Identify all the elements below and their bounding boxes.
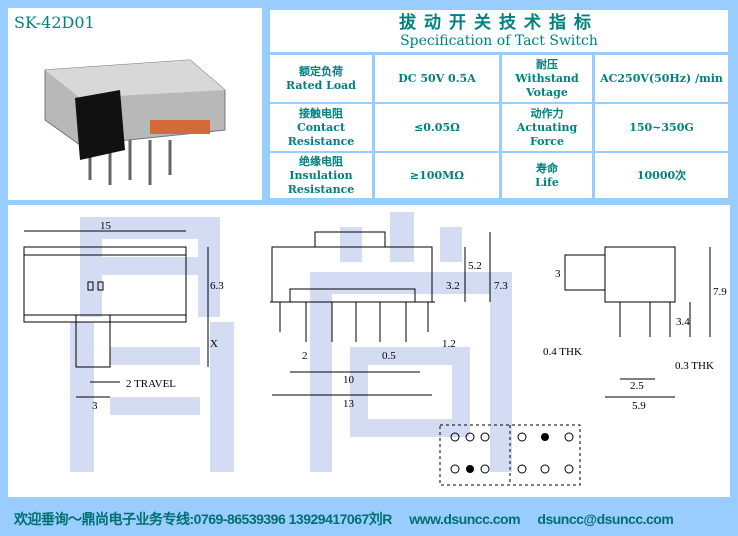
technical-drawings: 15 6.3 X 2 TRAVEL 3 3.2 5.2 7.3 2 0.5 1.…: [23, 212, 727, 486]
spec-l-val: ≥100MΩ: [409, 168, 465, 182]
email-link[interactable]: dsuncc@dsuncc.com: [537, 511, 674, 527]
dim-3-2: 3.2: [446, 280, 460, 292]
spec-title-en: Specification of Tact Switch: [400, 33, 598, 49]
dim-13: 13: [343, 398, 355, 410]
slide-switch-photo: [44, 59, 226, 185]
spec-r-cn: 寿命: [536, 161, 558, 175]
dim-0-5: 0.5: [382, 350, 396, 362]
dim-x: X: [210, 338, 218, 350]
spec-l-cn: 额定负荷: [299, 64, 343, 78]
spec-r-en: Actuating Force: [516, 120, 578, 148]
dim-0-4-thk: 0.4 THK: [543, 346, 582, 358]
dim-10: 10: [343, 374, 355, 386]
spec-l-en: Rated Load: [285, 78, 356, 92]
spec-l-en: Contact Resistance: [287, 120, 355, 148]
spec-table: 拔动开关技术指标 Specification of Tact Switch 额定…: [268, 8, 730, 200]
website-link[interactable]: www.dsuncc.com: [409, 511, 521, 527]
dim-15: 15: [100, 220, 112, 232]
footer-contact-bar: 欢迎垂询～鼎尚电子业务专线:0769-86539396 13929417067刘…: [8, 502, 730, 532]
spec-l-cn: 接触电阻: [299, 106, 343, 120]
dim-7-3: 7.3: [494, 280, 508, 292]
dim-5-2: 5.2: [468, 260, 482, 272]
spec-l-val: ≤0.05Ω: [414, 120, 460, 134]
dim-5-9: 5.9: [632, 400, 646, 412]
spec-r-val: 10000次: [636, 168, 687, 182]
spec-title-cn: 拔动开关技术指标: [399, 13, 599, 33]
spec-r-cn: 耐压: [536, 57, 558, 71]
spec-l-en: Insulation Resistance: [287, 168, 355, 196]
spec-r-val: AC250V(50Hz) /min: [600, 71, 723, 85]
spec-r-val: 150~350G: [629, 120, 694, 134]
dim-3: 3: [92, 400, 98, 412]
dim-3-side: 3: [555, 268, 561, 280]
dim-7-9: 7.9: [713, 286, 727, 298]
dim-6-3: 6.3: [210, 280, 224, 292]
dim-2-travel: 2 TRAVEL: [126, 378, 176, 390]
spec-value-cell: 150~350G: [595, 104, 728, 151]
spec-value-cell: AC250V(50Hz) /min: [595, 55, 728, 102]
spec-value-cell: DC 50V 0.5A: [375, 55, 499, 102]
dim-2-5: 2.5: [630, 380, 644, 392]
spec-l-val: DC 50V 0.5A: [398, 71, 476, 85]
spec-value-cell: ≤0.05Ω: [375, 104, 499, 151]
spec-l-cn: 绝缘电阻: [299, 154, 343, 168]
spec-r-en: Life: [535, 175, 559, 189]
spec-value-cell: ≥100MΩ: [375, 153, 499, 198]
watermark-logo: [70, 212, 512, 472]
dim-1-2: 1.2: [442, 338, 456, 350]
spec-title: 拔动开关技术指标 Specification of Tact Switch: [270, 10, 728, 52]
contact-phone: 欢迎垂询～鼎尚电子业务专线:0769-86539396 13929417067刘…: [14, 511, 392, 527]
spec-r-cn: 动作力: [530, 106, 564, 120]
dim-3-4: 3.4: [676, 316, 690, 328]
dim-2: 2: [302, 350, 308, 362]
dim-0-3-thk: 0.3 THK: [675, 360, 714, 372]
spec-r-en: Withstand Votage: [515, 71, 579, 99]
dimension-drawing: 15 6.3 X 2 TRAVEL 3 3.2 5.2 7.3 2 0.5 1.…: [6, 203, 732, 499]
product-photo-panel: SK-42D01: [6, 6, 264, 202]
model-number: SK-42D01: [14, 13, 95, 32]
spec-value-cell: 10000次: [595, 153, 728, 198]
